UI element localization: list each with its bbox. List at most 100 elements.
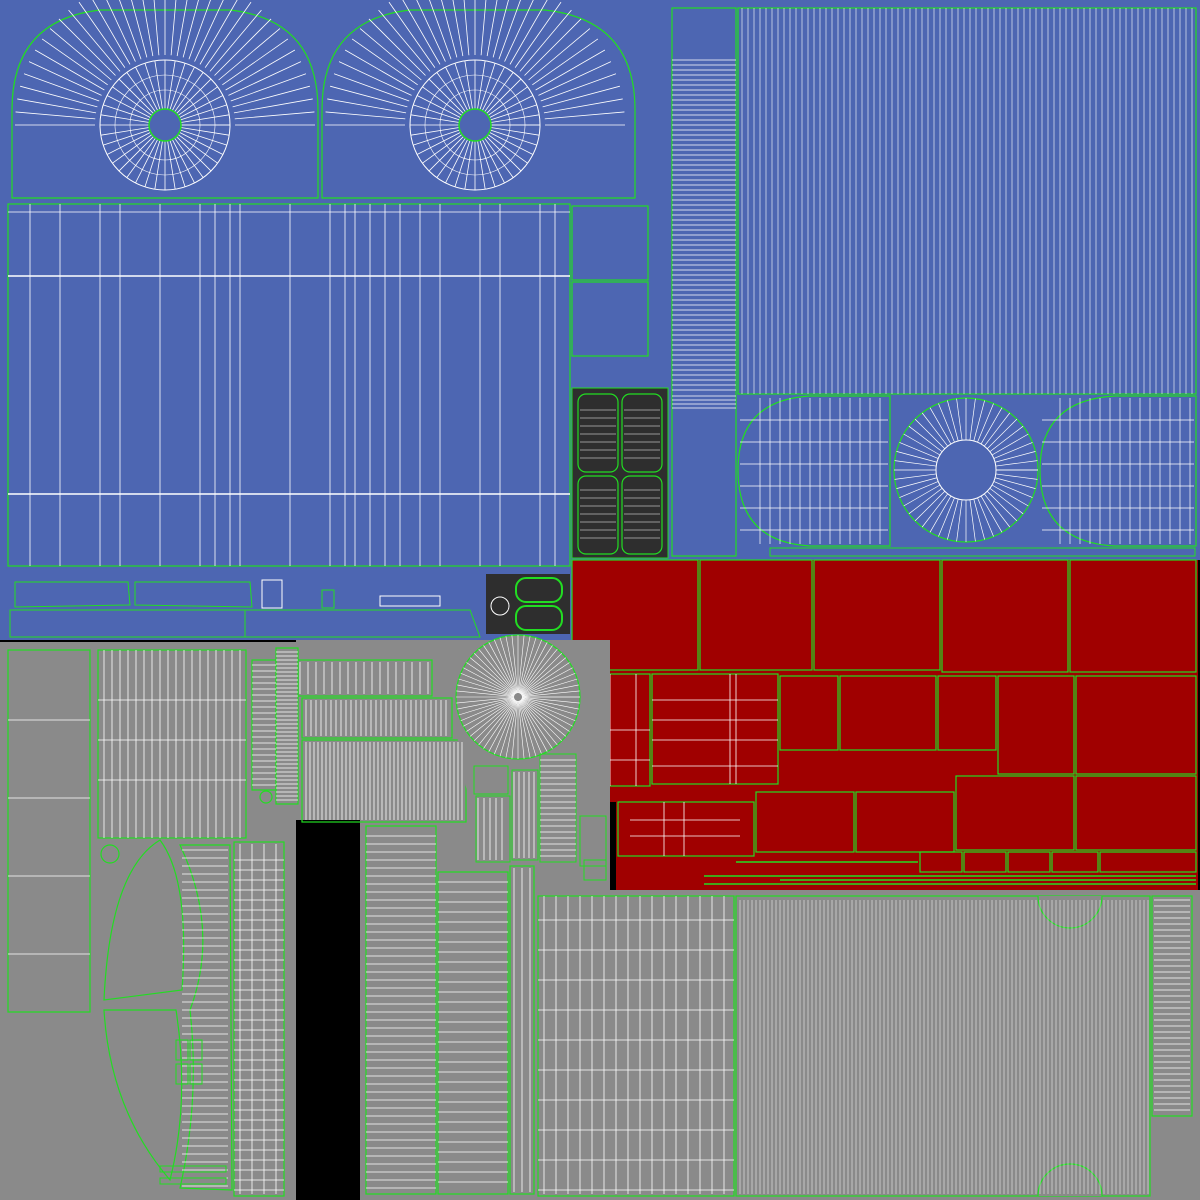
wire-spoke (126, 72, 156, 113)
wire-spoke (490, 104, 537, 121)
wire-spoke (441, 0, 458, 58)
wire-spoke (481, 66, 505, 111)
wire-spoke (540, 73, 617, 102)
wire-spoke (176, 0, 188, 57)
wire-spoke (521, 667, 573, 696)
wire-spoke (112, 86, 153, 116)
wire-spoke (947, 400, 959, 442)
wire-spoke (490, 114, 540, 123)
wire-spoke (487, 86, 528, 116)
wire-spoke (428, 136, 464, 172)
wire-spoke (170, 0, 177, 56)
wire-spoke (969, 398, 976, 441)
wire-spoke (469, 657, 516, 695)
wire-spoke (327, 98, 407, 114)
wire-spoke (544, 111, 625, 120)
wire-spoke (969, 499, 976, 542)
blue-round-caps (737, 395, 1197, 557)
wire-spoke (894, 460, 937, 467)
wire-spoke (180, 104, 227, 121)
wire-spoke (993, 481, 1033, 498)
wire-spoke (344, 49, 415, 91)
wire-spoke (106, 0, 136, 62)
wire-spoke (410, 127, 460, 136)
gray-knob-2 (259, 790, 273, 804)
wire-spoke (490, 129, 537, 146)
wire-spoke (214, 18, 272, 76)
wire-spoke (154, 60, 163, 110)
wire-spoke (519, 700, 543, 755)
wire-spoke (521, 698, 573, 727)
wire-spoke (20, 85, 98, 108)
wire-spoke (330, 85, 408, 108)
wire-spoke (176, 136, 212, 172)
wire-spoke (538, 61, 612, 96)
red-region (571, 559, 1198, 890)
wire-spoke (464, 60, 473, 110)
wire-spoke (458, 678, 515, 697)
wire-spoke (519, 642, 548, 694)
wire-spoke (23, 73, 100, 102)
wire-spoke (457, 697, 515, 710)
wire-spoke (520, 648, 558, 695)
wire-spoke (428, 78, 464, 114)
wire-spoke (171, 139, 195, 184)
wire-spoke (410, 114, 460, 123)
wire-spoke (100, 127, 150, 136)
wire-spoke (499, 637, 518, 694)
wire-spoke (171, 66, 195, 111)
wire-spoke (232, 85, 310, 108)
wire-spoke (518, 637, 537, 694)
wire-spoke (492, 0, 509, 58)
blue-region (0, 0, 1200, 640)
wire-spoke (528, 28, 591, 81)
wire-spoke (518, 700, 537, 757)
wire-spoke (179, 131, 224, 155)
wire-spoke (986, 418, 1018, 450)
wire-spoke (479, 63, 496, 110)
wire-spoke (489, 131, 534, 155)
wire-spoke (58, 18, 116, 76)
wire-spoke (199, 0, 238, 65)
wire-spoke (947, 498, 959, 540)
wire-spoke (486, 78, 522, 114)
wire-spoke (519, 9, 572, 72)
wire-spoke (103, 129, 150, 146)
wire-spoke (535, 49, 606, 91)
wire-spoke (388, 1, 436, 68)
wire-spoke (41, 38, 108, 86)
wire-spoke (509, 0, 548, 65)
wire-spoke (908, 425, 943, 453)
wire-spoke (514, 1, 562, 68)
wire-spoke (222, 38, 289, 86)
wire-spoke (17, 98, 97, 114)
wire-spoke (194, 0, 224, 62)
wire-spoke (543, 98, 623, 114)
wire-spoke (460, 698, 515, 722)
wire-spoke (484, 137, 514, 178)
wire-spoke (479, 140, 496, 187)
wire-spoke (174, 137, 204, 178)
wire-spoke (106, 95, 151, 119)
wire-spoke (154, 140, 163, 190)
wire-spoke (518, 636, 531, 694)
wire-spoke (505, 700, 518, 758)
wire-spoke (454, 140, 471, 187)
wire-spoke (532, 38, 599, 86)
wire-spoke (519, 700, 553, 749)
wire-spoke (218, 28, 281, 81)
wire-spoke (473, 699, 516, 742)
wire-spoke (921, 412, 949, 447)
blue-island-bg (0, 0, 670, 640)
wire-spoke (894, 473, 937, 480)
wire-spoke (488, 642, 517, 694)
wire-spoke (956, 499, 963, 542)
wire-spoke (463, 667, 515, 696)
blue-island-bg-right (670, 0, 1200, 560)
wire-spoke (493, 700, 517, 755)
wire-spoke (929, 495, 952, 533)
wire-spoke (119, 0, 142, 60)
wire-spoke (118, 136, 154, 172)
wire-spoke (466, 698, 515, 732)
wire-spoke (68, 9, 121, 72)
